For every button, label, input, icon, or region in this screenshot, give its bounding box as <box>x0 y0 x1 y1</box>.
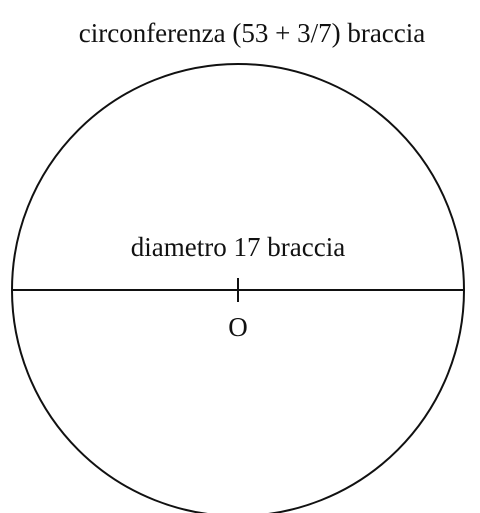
diameter-label: diametro 17 braccia <box>131 232 345 262</box>
circumference-label: circonferenza (53 + 3/7) braccia <box>79 18 426 48</box>
center-label: O <box>228 312 248 342</box>
